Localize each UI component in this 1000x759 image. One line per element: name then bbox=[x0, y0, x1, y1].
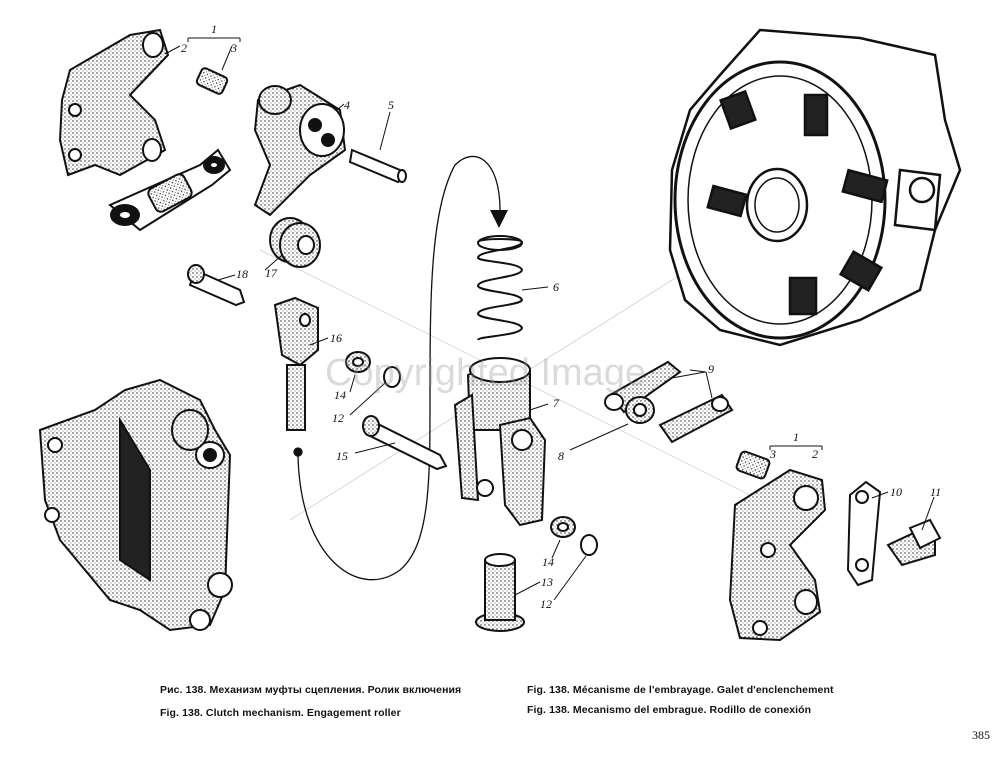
lever-4 bbox=[253, 83, 347, 217]
caption-english: Fig. 138. Clutch mechanism. Engagement r… bbox=[160, 707, 401, 719]
assembled-mechanism bbox=[38, 378, 233, 632]
part-labels: 1 2 3 4 5 6 7 8 9 1 3 2 10 11 18 17 16 1… bbox=[181, 22, 941, 611]
label-1-right: 1 bbox=[793, 430, 799, 444]
caption-french: Fig. 138. Mécanisme de l'embrayage. Gale… bbox=[527, 684, 834, 696]
label-12-upper: 12 bbox=[332, 411, 344, 425]
label-6: 6 bbox=[553, 280, 559, 294]
caption-russian: Рис. 138. Механизм муфты сцепления. Роли… bbox=[160, 684, 462, 696]
screw-3-right bbox=[735, 450, 771, 480]
label-7: 7 bbox=[553, 396, 560, 410]
label-15: 15 bbox=[336, 449, 348, 463]
watermark: Copyrighted Image bbox=[325, 352, 647, 394]
ring-12-upper bbox=[383, 366, 401, 388]
label-12-lower: 12 bbox=[540, 597, 552, 611]
screw-3-top bbox=[195, 67, 229, 95]
label-8: 8 bbox=[558, 449, 564, 463]
pin-5 bbox=[348, 148, 407, 184]
caption-spanish: Fig. 138. Mecanismo del embrague. Rodill… bbox=[527, 704, 812, 716]
roller-17 bbox=[269, 217, 321, 268]
fork-rod-16 bbox=[273, 296, 319, 431]
clutch-housing bbox=[668, 28, 962, 347]
ring-12-lower bbox=[580, 534, 598, 556]
pin-18 bbox=[187, 264, 246, 307]
label-14-lower: 14 bbox=[542, 555, 554, 569]
sleeve-13 bbox=[475, 553, 525, 632]
adjuster-link bbox=[108, 148, 232, 232]
screw-11 bbox=[886, 518, 942, 567]
label-13: 13 bbox=[541, 575, 553, 589]
label-1-top: 1 bbox=[211, 22, 217, 36]
label-16: 16 bbox=[330, 331, 342, 345]
plate-10 bbox=[846, 480, 882, 587]
bracket-lower-right bbox=[728, 468, 827, 642]
washer-14-upper bbox=[345, 351, 371, 373]
pin-15 bbox=[362, 415, 448, 471]
bracket-upper-left bbox=[58, 28, 170, 177]
label-2-top: 2 bbox=[181, 41, 187, 55]
label-18: 18 bbox=[236, 267, 248, 281]
page-number: 385 bbox=[972, 728, 990, 742]
washer-14-lower bbox=[550, 516, 576, 538]
label-3-right: 3 bbox=[769, 447, 776, 461]
label-11: 11 bbox=[930, 485, 941, 499]
label-4: 4 bbox=[344, 98, 350, 112]
assembly-path bbox=[293, 155, 508, 581]
label-17: 17 bbox=[265, 266, 278, 280]
label-5: 5 bbox=[388, 98, 394, 112]
links-9 bbox=[604, 360, 734, 444]
bushing-8 bbox=[625, 396, 655, 424]
fork-body-7 bbox=[453, 357, 547, 527]
label-14-upper: 14 bbox=[334, 388, 346, 402]
leader-lines bbox=[164, 37, 935, 601]
label-2-right: 2 bbox=[812, 447, 818, 461]
label-3-top: 3 bbox=[230, 41, 237, 55]
spring-6 bbox=[476, 235, 524, 341]
label-10: 10 bbox=[890, 485, 902, 499]
label-9: 9 bbox=[708, 362, 714, 376]
